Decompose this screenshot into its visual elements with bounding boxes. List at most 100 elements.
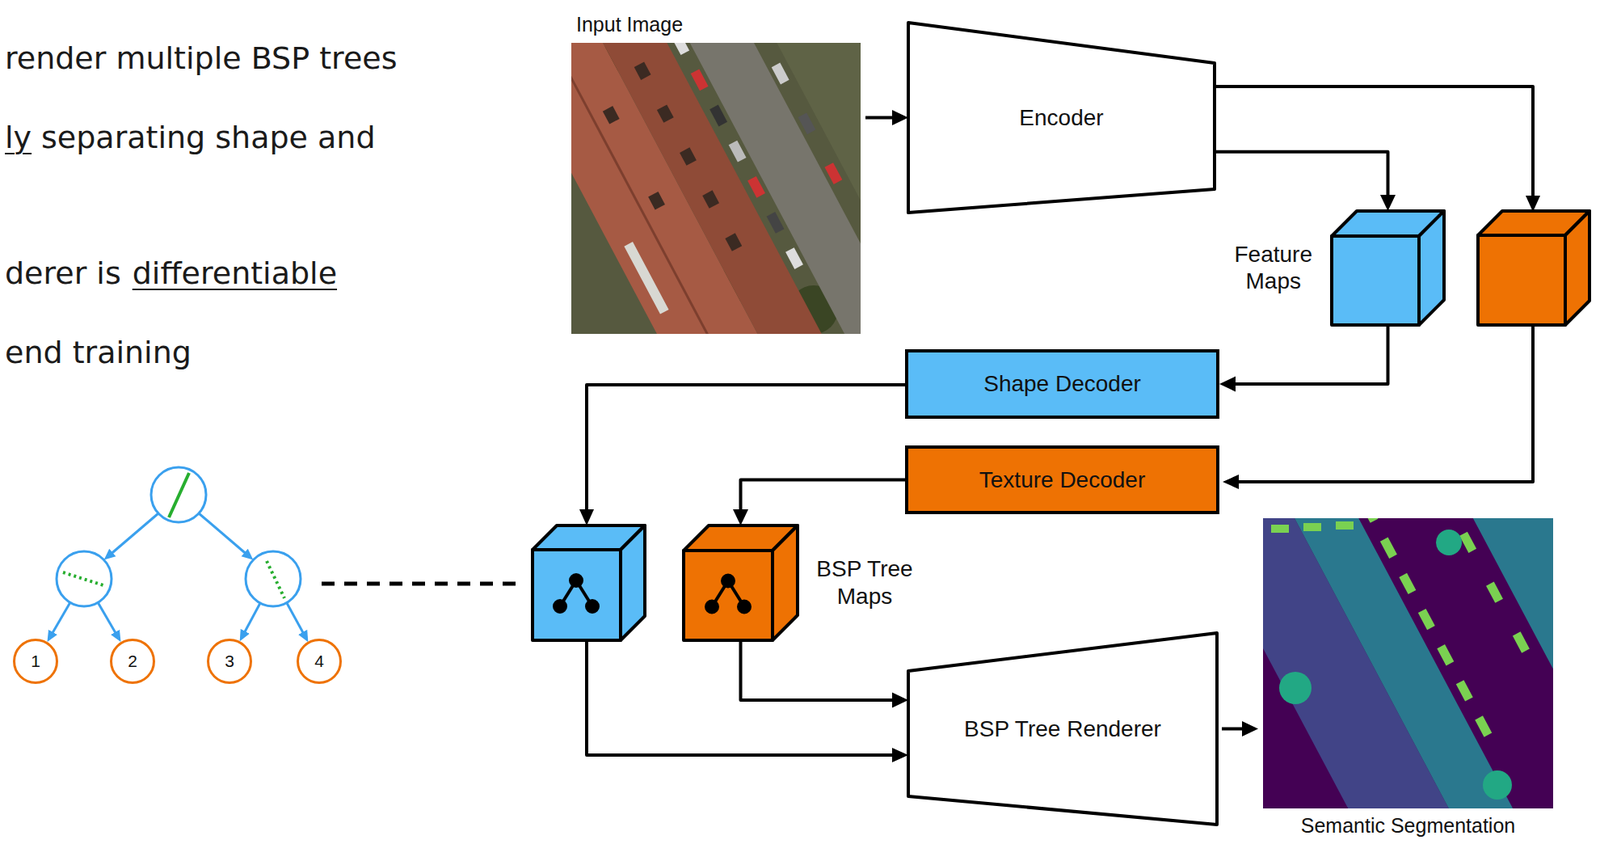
encoder-block: Encoder: [908, 22, 1215, 213]
art-part: [198, 513, 249, 556]
art-part: [1474, 715, 1492, 737]
art-part: [1273, 452, 1537, 844]
connector: [865, 109, 909, 126]
art-part: [266, 560, 285, 598]
art-part: [1360, 501, 1378, 523]
connector-line: [741, 640, 897, 700]
arrow-head: [1219, 376, 1236, 392]
art-part: [97, 602, 118, 637]
art-part: [1512, 631, 1530, 653]
art-part: [1398, 572, 1416, 594]
art-part: [702, 189, 720, 208]
dashed-link: [321, 581, 516, 586]
arrow-head: [892, 109, 909, 126]
art-part: [798, 112, 817, 135]
art-part: [648, 191, 666, 210]
art-part: [724, 232, 742, 251]
segmentation-image: Semantic Segmentation: [1263, 517, 1554, 809]
cube-side: [772, 525, 798, 640]
art-part: [1456, 679, 1474, 701]
art-part: [679, 147, 697, 165]
art-part: [1335, 521, 1354, 530]
art-part: [766, 211, 785, 234]
art-part: [1418, 608, 1436, 630]
art-part: [623, 241, 669, 315]
art-part: [1279, 671, 1312, 704]
tree-icon: [554, 574, 598, 612]
cube-front: [683, 550, 773, 640]
node-heading: Feature Maps: [1234, 240, 1314, 295]
art-part: [690, 68, 709, 91]
connector: [1219, 324, 1389, 392]
art-part: [1436, 488, 1454, 510]
cube-side: [1418, 210, 1445, 325]
node-label: Shape Decoder: [983, 370, 1142, 398]
art-part: [586, 640, 901, 755]
connector-line: [1232, 324, 1389, 384]
slide-text: separating shape and: [41, 117, 375, 157]
tree-arrows: [50, 513, 306, 637]
art-part: [242, 602, 261, 636]
slide-text: ly: [4, 117, 32, 157]
decoder-box: Texture Decoder: [905, 445, 1220, 514]
feature-cube: [1477, 210, 1590, 325]
art-part: [709, 105, 728, 127]
arrow-head: [1242, 720, 1259, 737]
split-lines: [63, 472, 285, 598]
art-part: [1412, 370, 1600, 805]
connector: [741, 640, 910, 708]
slide-text: render multiple BSP trees: [4, 38, 397, 78]
cube-shape: [683, 525, 798, 640]
leaf-node: 4: [296, 638, 342, 684]
art-part: [1230, 324, 1533, 482]
art-part: [620, 525, 645, 640]
art-part: [1380, 537, 1398, 559]
art-part: [168, 472, 190, 518]
bsp-map-cube: BSP Tree Maps: [683, 525, 798, 640]
trapezoid-outline: [908, 632, 1217, 825]
art-part: [747, 176, 766, 198]
feature-map-cube: Feature Maps: [1331, 210, 1445, 325]
cube-faces: [683, 525, 798, 640]
cube-front: [1331, 235, 1419, 325]
art-part: [1214, 86, 1533, 204]
art-part: [656, 104, 674, 123]
node-heading: Semantic Segmentation: [1230, 812, 1586, 838]
art-part: [570, 574, 582, 586]
leaf-node: 3: [206, 638, 253, 684]
node-label: 2: [127, 650, 138, 671]
art-part: [108, 513, 159, 556]
art-part: [286, 602, 306, 637]
art-part: [586, 384, 906, 518]
leaf-node: 2: [109, 638, 156, 684]
connector-line: [865, 116, 896, 120]
art-part: [1482, 770, 1512, 800]
connector-line: [741, 480, 906, 514]
slide-text: differentiable: [132, 253, 337, 293]
art-part: [1486, 581, 1504, 603]
art-part: [586, 600, 598, 612]
art-part: [771, 63, 790, 85]
connector: [1214, 151, 1396, 211]
art-part: [785, 247, 804, 270]
icon-dot: [722, 575, 734, 587]
arrow-head: [892, 691, 909, 708]
arrow-head: [1380, 194, 1396, 211]
art-part: [1477, 235, 1566, 325]
art-part: [1303, 522, 1322, 531]
node-label: BSP Tree Renderer: [964, 715, 1162, 743]
slide-text: derer is: [4, 253, 122, 293]
decoder-box: Shape Decoder: [905, 349, 1220, 419]
art-part: [824, 162, 843, 185]
input-image: Input Image: [571, 42, 861, 334]
art-part: [728, 140, 747, 163]
art-part: [56, 551, 112, 607]
renderer-block: BSP Tree Renderer: [908, 632, 1217, 825]
node-heading: BSP Tree Maps: [810, 555, 919, 610]
art-part: [245, 551, 301, 607]
art-part: [1459, 531, 1477, 553]
art-part: [634, 61, 652, 80]
icon-dot: [738, 601, 750, 613]
node-heading: Input Image: [576, 12, 683, 37]
node-label: Texture Decoder: [979, 466, 1146, 494]
